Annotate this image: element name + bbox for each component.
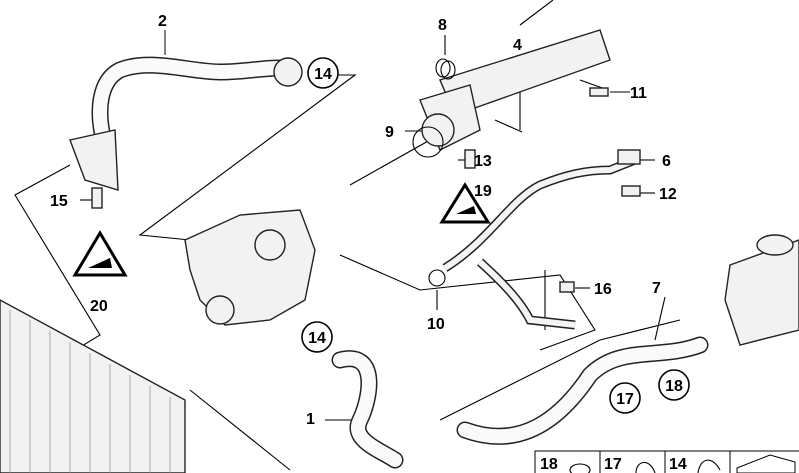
o-ring-8 — [435, 58, 451, 78]
legend-17: 17 — [604, 456, 622, 473]
label-8: 8 — [438, 17, 447, 34]
warning-triangle-19 — [439, 182, 491, 224]
screw-16 — [559, 281, 575, 293]
small-parts — [91, 58, 641, 293]
coolant-rail — [412, 29, 611, 158]
label-2: 2 — [158, 13, 167, 30]
water-pump — [184, 209, 316, 326]
label-11: 11 — [630, 85, 647, 102]
label-1: 1 — [306, 411, 315, 428]
clamp-spring-icon — [635, 461, 656, 473]
label-15: 15 — [50, 193, 68, 210]
hose-2 — [69, 56, 303, 191]
legend-strip: 18 17 14 — [534, 450, 799, 473]
coolant-pipe — [428, 155, 637, 330]
bolt-12 — [621, 185, 641, 197]
label-19: 19 — [474, 183, 492, 200]
bolt-11 — [589, 87, 609, 97]
label-6: 6 — [662, 153, 671, 170]
circle-label-17: 17 — [616, 391, 634, 408]
circle-label-14-top: 14 — [314, 66, 332, 83]
circle-label-18: 18 — [665, 378, 683, 395]
legend-14: 14 — [669, 456, 687, 473]
warning-triangle-20 — [72, 230, 128, 277]
sensor-15 — [91, 187, 103, 209]
sensor-13 — [464, 149, 476, 169]
label-9: 9 — [385, 124, 394, 141]
label-10: 10 — [427, 316, 445, 333]
expansion-tank — [724, 234, 799, 346]
legend-18: 18 — [540, 456, 558, 473]
radiator — [0, 299, 186, 473]
bolt-6 — [617, 149, 641, 165]
hose-clamp-icon — [697, 459, 721, 473]
label-16: 16 — [594, 281, 612, 298]
label-13: 13 — [474, 153, 492, 170]
label-20: 20 — [90, 298, 108, 315]
lubricant-icon — [736, 454, 796, 473]
label-7: 7 — [652, 280, 661, 297]
circled-labels: 14 14 17 18 — [301, 57, 690, 414]
circle-label-14-bottom: 14 — [308, 330, 326, 347]
hose-7 — [456, 336, 709, 445]
hose-1 — [331, 350, 404, 469]
clamp-icon — [569, 463, 591, 473]
part-labels: 2 8 4 11 9 13 6 19 12 15 20 16 7 10 1 — [50, 13, 677, 428]
label-4: 4 — [513, 37, 522, 54]
label-12: 12 — [659, 186, 677, 203]
leader-lines — [9, 0, 681, 471]
